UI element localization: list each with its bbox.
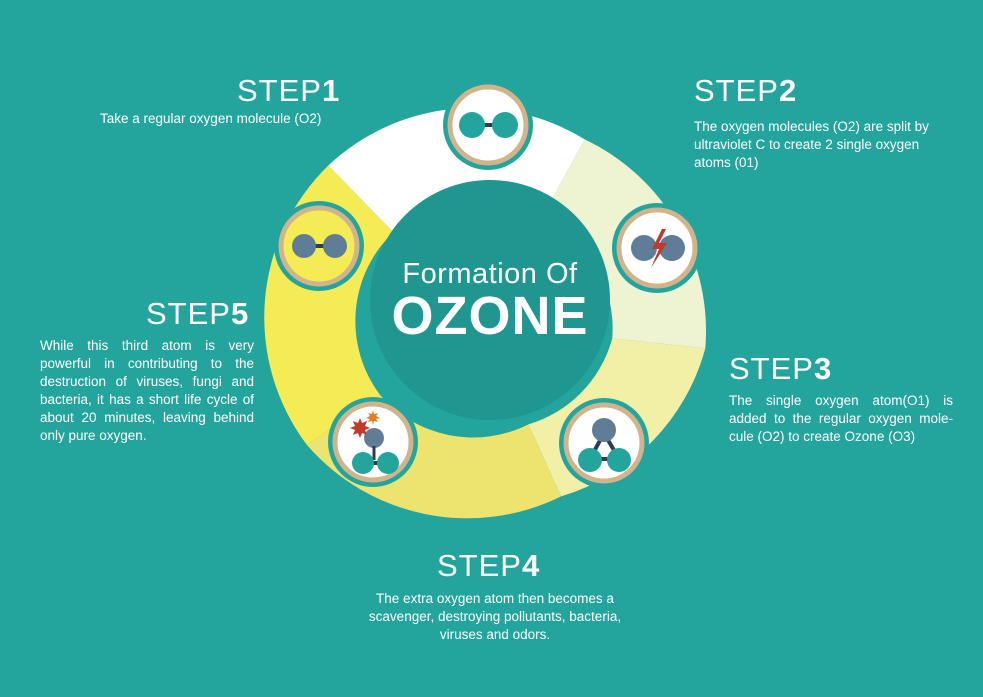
step-word: STEP: [694, 73, 779, 108]
step-number: 5: [230, 296, 250, 331]
step5-heading: STEP5: [146, 296, 249, 332]
virus-icon: [366, 410, 380, 425]
step-number: 1: [321, 73, 341, 108]
step-word: STEP: [437, 548, 522, 583]
step2-heading: STEP2: [694, 73, 797, 109]
oxygen-molecule-icon: [443, 80, 533, 170]
step2-description: The oxygen molecules (O2) are split by u…: [694, 119, 929, 170]
scavenger-molecule-icon: [328, 397, 418, 487]
split-molecule-icon: [612, 203, 702, 293]
step-word: STEP: [237, 73, 322, 108]
diagram-subtitle: Formation Of: [402, 258, 578, 290]
step-word: STEP: [146, 296, 231, 331]
ozone-molecule-icon: [559, 398, 649, 488]
step-number: 3: [813, 351, 833, 386]
step5-description: While this third atom is very powerful i…: [40, 338, 254, 443]
step-number: 2: [778, 73, 798, 108]
step1-description: Take a regular oxygen molecule (O2): [100, 111, 322, 126]
virus-icon: [350, 418, 370, 438]
step3-description: The single oxygen atom(O1) is added to t…: [729, 393, 953, 444]
lightning-icon: [651, 229, 667, 268]
step4-description: The extra oxygen atom then becomes a sca…: [368, 591, 622, 642]
step3-heading: STEP3: [729, 351, 832, 387]
step-word: STEP: [729, 351, 814, 386]
center-circle: [370, 180, 610, 420]
step4-heading: STEP4: [437, 548, 540, 584]
step-number: 4: [521, 548, 541, 583]
step1-heading: STEP1: [237, 73, 340, 109]
diagram-title: OZONE: [391, 286, 589, 346]
oxygen-molecule-icon: [274, 201, 364, 291]
